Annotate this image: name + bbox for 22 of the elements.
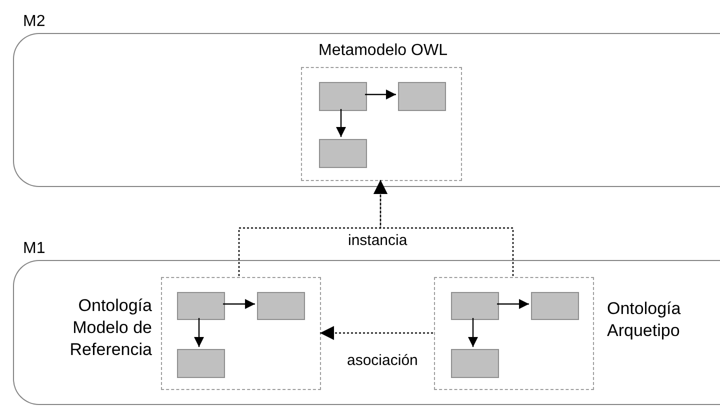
class-box xyxy=(177,292,225,320)
arrow xyxy=(497,299,529,309)
class-box xyxy=(398,82,446,111)
ontology-label: Ontología Modelo de Referencia xyxy=(68,295,152,361)
group-heading: Metamodelo OWL xyxy=(318,41,448,60)
class-box xyxy=(531,292,579,320)
class-box xyxy=(451,349,499,378)
class-box xyxy=(257,292,305,320)
class-box xyxy=(319,82,367,111)
arrow xyxy=(320,326,433,340)
arrow xyxy=(194,318,204,347)
arrow xyxy=(468,318,478,347)
class-box xyxy=(177,349,225,378)
arrow xyxy=(223,299,255,309)
arrow xyxy=(336,109,346,137)
layer-label: M2 xyxy=(23,12,46,31)
class-box xyxy=(319,139,367,168)
arrow xyxy=(365,90,396,100)
arrow xyxy=(374,180,514,276)
class-box xyxy=(451,292,499,320)
ontology-label: Ontología Arquetipo xyxy=(607,298,682,342)
layer-label: M1 xyxy=(23,239,46,258)
